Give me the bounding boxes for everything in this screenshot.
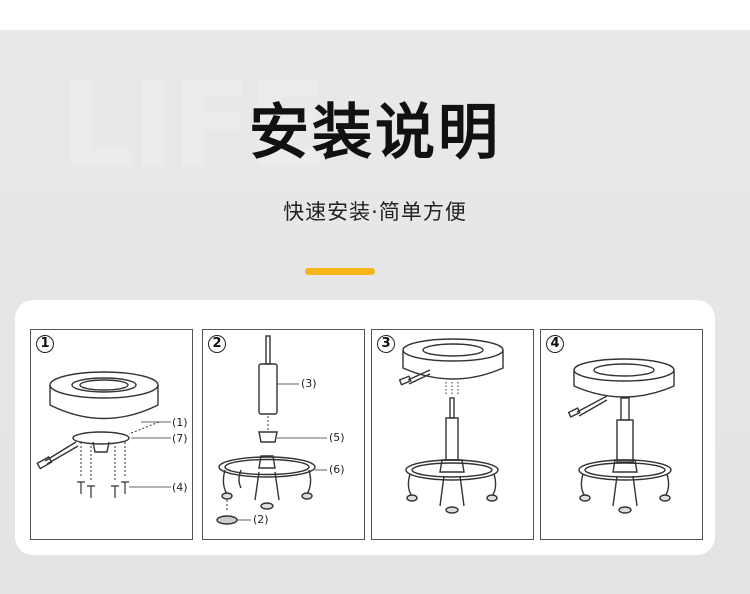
callout-label: (4) [172, 481, 188, 494]
callout-label: (5) [329, 431, 345, 444]
step-panel-3: 3 [371, 329, 534, 540]
step-number: 1 [36, 335, 54, 353]
callout-label: (6) [329, 463, 345, 476]
gas-lift-and-base-illustration [216, 335, 327, 525]
step-number: 4 [546, 335, 564, 353]
callout-label: (7) [172, 432, 188, 445]
callout-label: (2) [253, 513, 269, 526]
step-number: 3 [377, 335, 395, 353]
step-panel-4: 4 [540, 329, 703, 540]
callout-label: (1) [172, 416, 188, 429]
instruction-card: 1 [15, 300, 715, 555]
assembled-stool-illustration [567, 358, 675, 514]
step-panel-2: 2 [202, 329, 365, 540]
callout-label: (3) [301, 377, 317, 390]
step-number: 2 [208, 335, 226, 353]
page-title: 安装说明 [249, 98, 501, 168]
step-panel-1: 1 [30, 329, 193, 540]
accent-bar [305, 268, 375, 275]
seat-insertion-illustration [398, 338, 504, 514]
seat-and-plate-illustration [36, 371, 171, 498]
page-subtitle: 快速安装·简单方便 [283, 200, 467, 224]
watermark: LIFE [60, 55, 328, 194]
